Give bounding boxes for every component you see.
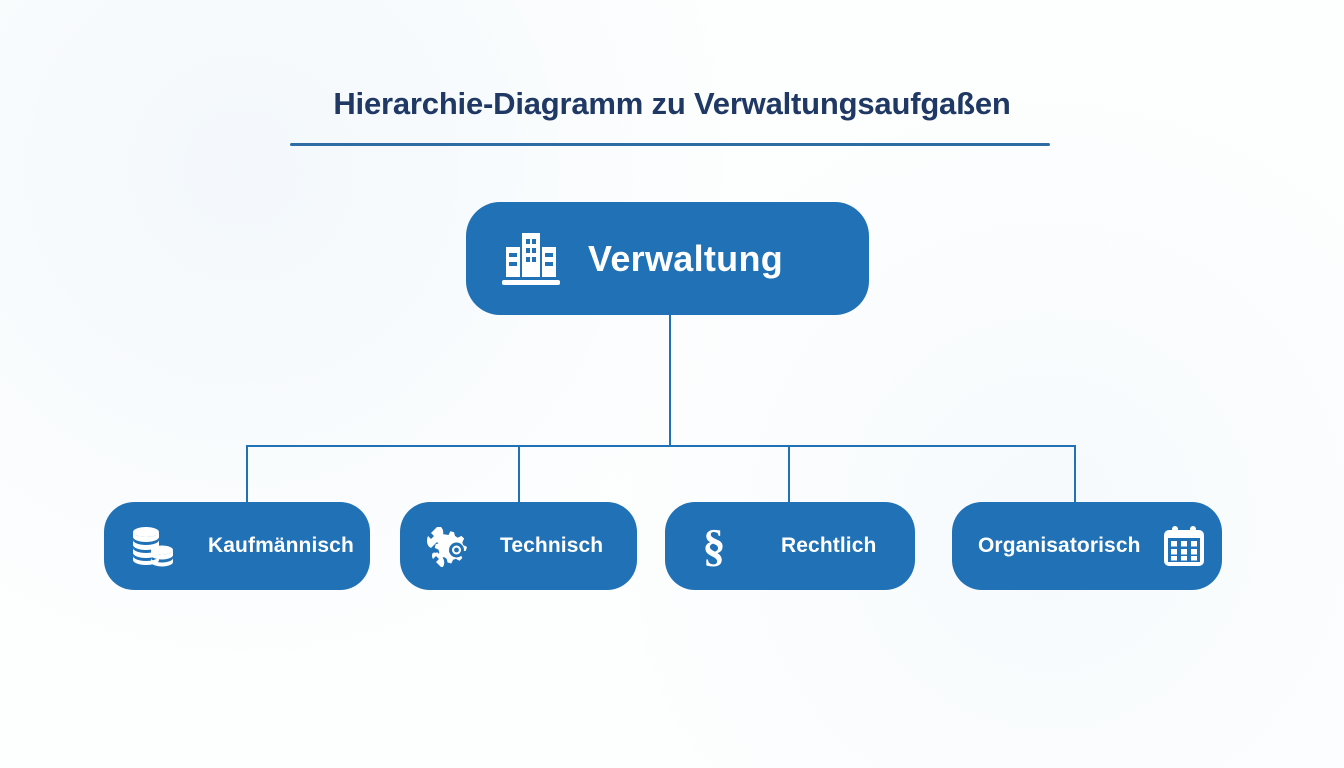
node-root-verwaltung[interactable]: Verwaltung — [466, 202, 869, 315]
calendar-icon — [1161, 525, 1207, 567]
node-child-label: Kaufmännisch — [208, 534, 354, 557]
connector-trunk — [669, 313, 671, 447]
node-child-label: Technisch — [500, 534, 604, 557]
connector-drop-3 — [788, 445, 790, 505]
wrench-gear-icon — [426, 525, 472, 567]
coins-icon — [130, 525, 176, 567]
node-child-technisch[interactable]: Technisch — [400, 502, 637, 590]
page-title: Hierarchie-Diagramm zu Verwaltungsaufgaß… — [333, 86, 1011, 121]
title-underline — [290, 143, 1050, 146]
section-sign-icon: § — [702, 520, 726, 571]
node-child-kaufmaennisch[interactable]: Kaufmännisch — [104, 502, 370, 590]
connector-drop-1 — [246, 445, 248, 505]
connector-drop-4 — [1074, 445, 1076, 505]
node-child-label: Rechtlich — [781, 534, 877, 557]
node-child-label: Organisatorisch — [978, 534, 1141, 557]
node-child-organisatorisch[interactable]: Organisatorisch — [952, 502, 1222, 590]
node-child-rechtlich[interactable]: § Rechtlich — [665, 502, 915, 590]
node-root-label: Verwaltung — [588, 237, 784, 279]
buildings-icon — [500, 231, 562, 287]
connector-drop-2 — [518, 445, 520, 505]
connector-horizontal-bar — [246, 445, 1076, 447]
page-title-block: Hierarchie-Diagramm zu Verwaltungsaufgaß… — [0, 84, 1344, 146]
